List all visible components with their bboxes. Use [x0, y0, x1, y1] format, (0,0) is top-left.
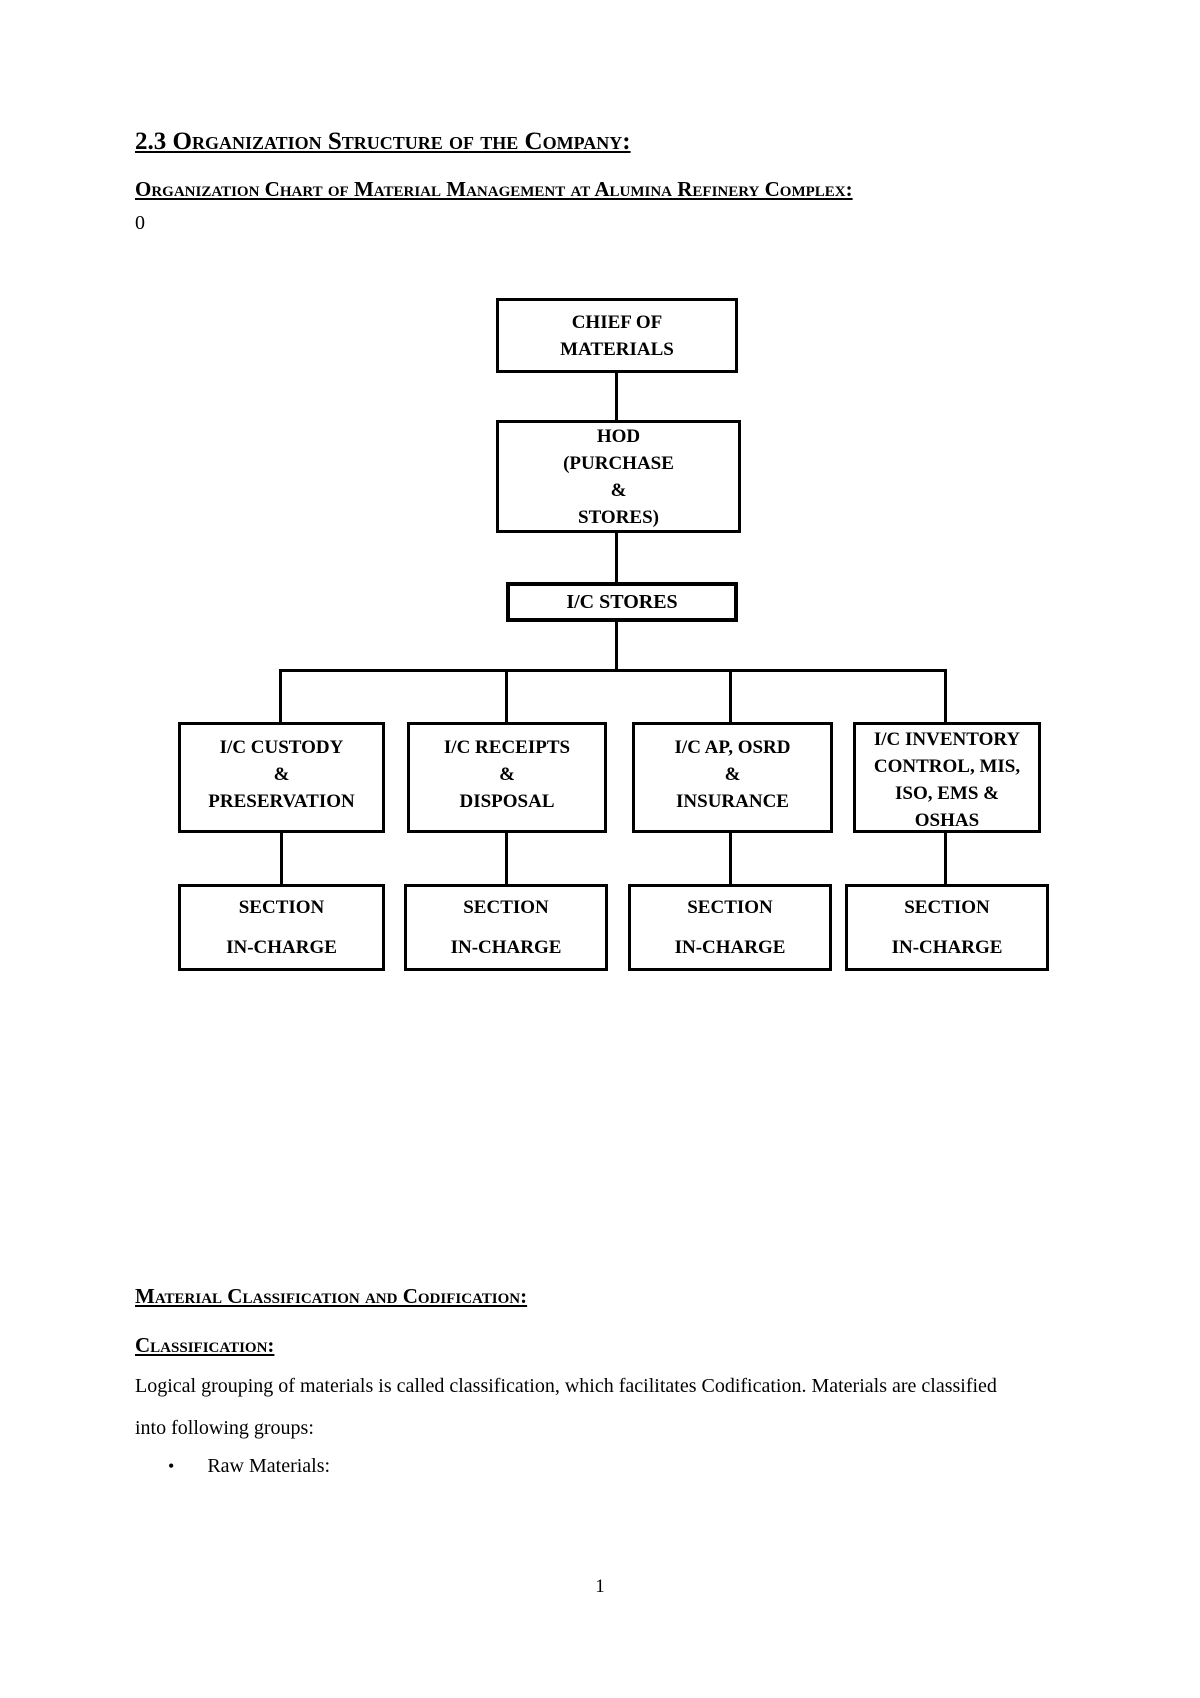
- node-label-line: &: [499, 764, 515, 785]
- bullet-item-text: Raw Materials:: [207, 1455, 331, 1477]
- bullet-list-item: • Raw Materials:: [168, 1455, 330, 1478]
- org-node-chief-of-materials: CHIEF OF MATERIALS: [496, 298, 738, 373]
- node-label-line: SECTION: [904, 897, 990, 918]
- node-label-line: HOD: [596, 425, 641, 447]
- section-heading: 2.3 Organization Structure of the Compan…: [135, 128, 631, 155]
- node-label-line: &: [724, 764, 741, 785]
- node-label-line: IN-CHARGE: [674, 937, 786, 958]
- org-node-section-incharge-1: SECTION IN-CHARGE: [178, 884, 385, 971]
- node-label-line: &: [273, 764, 290, 785]
- node-label-line: ISO, EMS &: [895, 783, 999, 804]
- drop-line-section-3: [729, 833, 732, 884]
- connector-stores-to-branches: [615, 622, 618, 669]
- node-label-line: MATERIALS: [560, 338, 674, 360]
- node-label-line: PRESERVATION: [208, 791, 355, 812]
- org-chart-diagram: CHIEF OF MATERIALS HOD (PURCHASE & STORE…: [178, 298, 1049, 971]
- classification-paragraph: Logical grouping of materials is called …: [135, 1375, 997, 1439]
- classification-sub-heading: Classification:: [135, 1333, 275, 1357]
- node-label-line: (PURCHASE: [563, 452, 674, 474]
- node-label-line: STORES): [578, 506, 659, 528]
- org-node-ic-custody-preservation: I/C CUSTODY & PRESERVATION: [178, 722, 385, 833]
- node-label-line: I/C AP, OSRD: [674, 737, 791, 758]
- node-label-line: I/C RECEIPTS: [443, 737, 571, 758]
- drop-line-section-2: [505, 833, 508, 884]
- drop-line-branch-2: [505, 669, 508, 722]
- node-label-line: CHIEF OF: [571, 311, 663, 333]
- org-node-ic-inventory-control: I/C INVENTORY CONTROL, MIS, ISO, EMS & O…: [853, 722, 1041, 833]
- page-number: 1: [595, 1576, 605, 1597]
- node-label-line: SECTION: [687, 897, 773, 918]
- org-node-hod-purchase-stores: HOD (PURCHASE & STORES): [496, 420, 741, 533]
- drop-line-branch-3: [729, 669, 732, 722]
- node-label-line: DISPOSAL: [459, 791, 555, 812]
- org-node-ic-receipts-disposal: I/C RECEIPTS & DISPOSAL: [407, 722, 607, 833]
- org-node-section-incharge-2: SECTION IN-CHARGE: [404, 884, 608, 971]
- node-label-line: OSHAS: [914, 810, 980, 831]
- node-label-line: I/C INVENTORY: [873, 729, 1021, 750]
- stray-zero-text: 0: [135, 212, 145, 234]
- node-label-line: IN-CHARGE: [226, 937, 337, 958]
- branch-horizontal-line: [279, 669, 947, 672]
- drop-line-branch-4: [944, 669, 947, 722]
- node-label-line: I/C STORES: [566, 590, 678, 613]
- node-label-line: IN-CHARGE: [450, 937, 562, 958]
- drop-line-section-4: [944, 833, 947, 884]
- chart-heading: Organization Chart of Material Managemen…: [135, 177, 853, 201]
- org-node-ic-stores: I/C STORES: [506, 582, 738, 622]
- node-label-line: CONTROL, MIS,: [873, 756, 1021, 777]
- org-node-ic-ap-osrd-insurance: I/C AP, OSRD & INSURANCE: [632, 722, 833, 833]
- org-node-section-incharge-4: SECTION IN-CHARGE: [845, 884, 1049, 971]
- bullet-icon: •: [168, 1456, 175, 1476]
- node-label-line: SECTION: [463, 897, 549, 918]
- node-label-line: SECTION: [238, 897, 325, 918]
- connector-hod-to-stores: [615, 533, 618, 582]
- drop-line-branch-1: [279, 669, 282, 722]
- node-label-line: IN-CHARGE: [891, 937, 1003, 958]
- org-node-section-incharge-3: SECTION IN-CHARGE: [628, 884, 832, 971]
- classification-main-heading: Material Classification and Codification…: [135, 1284, 528, 1308]
- connector-chief-to-hod: [615, 373, 618, 420]
- drop-line-section-1: [280, 833, 283, 884]
- node-label-line: &: [610, 479, 627, 501]
- node-label-line: I/C CUSTODY: [219, 737, 344, 758]
- node-label-line: INSURANCE: [676, 791, 789, 812]
